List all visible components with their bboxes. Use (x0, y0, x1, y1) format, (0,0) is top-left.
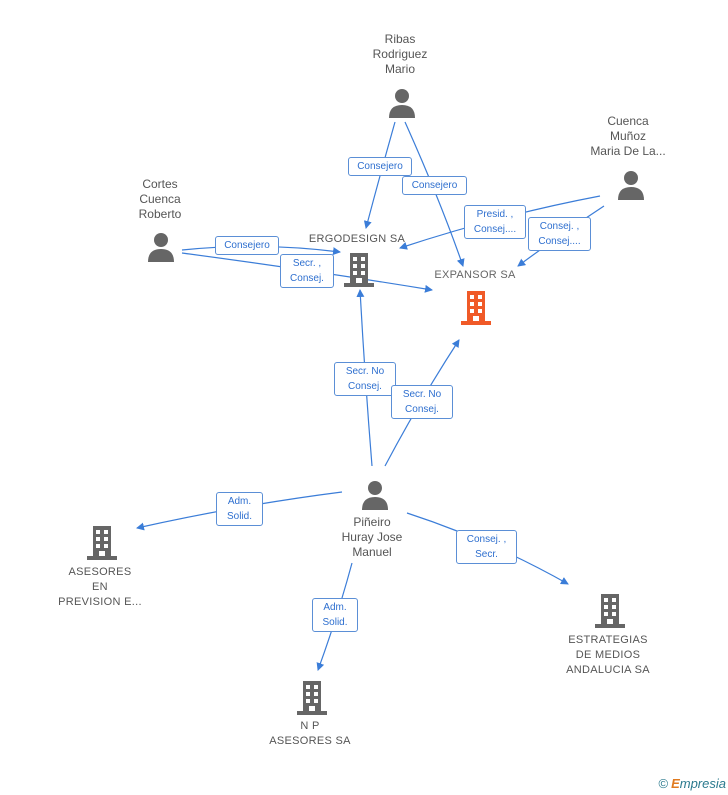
node-label-line: N P (300, 720, 320, 732)
edge-label-line: Secr. (475, 549, 498, 560)
node-label-line: EN (92, 581, 108, 593)
node-label-ribas[interactable]: Ribas Rodriguez Mario (350, 32, 450, 77)
edge-label-line: Consej.... (538, 236, 581, 247)
edge-label-line: Consejero (224, 240, 270, 251)
node-label-line: Ribas (384, 32, 416, 46)
node-label-pineiro[interactable]: Piñeiro Huray Jose Manuel (322, 515, 422, 560)
edge-label-pineiro-ergodesign[interactable]: Secr. No Consej. (334, 362, 396, 396)
edge-label-line: Adm. (323, 602, 347, 613)
edge-label-line: Secr. No (345, 366, 385, 377)
brand-watermark: ©Empresia (658, 776, 726, 791)
node-label-np-asesores[interactable]: N P ASESORES SA (250, 719, 370, 749)
edge-label-cuenca-expansor[interactable]: Consej. , Consej.... (528, 217, 591, 251)
edge-label-pineiro-np[interactable]: Adm. Solid. (312, 598, 358, 632)
building-icon[interactable] (460, 289, 492, 325)
edge-label-line: Consej. , (539, 221, 580, 232)
node-label-line: Muñoz (609, 129, 647, 143)
building-icon[interactable] (86, 524, 118, 560)
edge-label-cortes-expansor[interactable]: Secr. , Consej. (280, 254, 334, 288)
node-label-line: DE MEDIOS (575, 649, 641, 661)
edge-label-line: Consej.... (473, 224, 517, 235)
node-label-line: ASESORES SA (269, 735, 351, 747)
edge-label-line: Consej. (290, 273, 324, 284)
node-label-expansor[interactable]: EXPANSOR SA (415, 268, 535, 283)
building-icon[interactable] (343, 251, 375, 287)
building-icon[interactable] (296, 679, 328, 715)
edge-label-line: Consej. , (466, 534, 507, 545)
node-label-line: EXPANSOR SA (434, 269, 516, 281)
edge-label-line: Consej. (348, 381, 382, 392)
node-label-line: Rodriguez (372, 47, 428, 61)
edge-label-line: Secr. , (292, 258, 322, 269)
node-label-line: Maria De La... (590, 144, 666, 158)
person-icon[interactable] (361, 480, 389, 510)
node-label-line: Mario (384, 62, 415, 76)
node-label-estrategias[interactable]: ESTRATEGIAS DE MEDIOS ANDALUCIA SA (548, 633, 668, 678)
edge-label-line: Consej. (405, 404, 439, 415)
brand-name: mpresia (679, 776, 726, 791)
node-label-line: Piñeiro (353, 515, 391, 529)
edge-label-cuenca-ergodesign[interactable]: Presid. , Consej.... (464, 205, 526, 239)
node-label-asesores-prevision[interactable]: ASESORES EN PREVISION E... (40, 565, 160, 610)
node-label-line: PREVISION E... (58, 596, 142, 608)
node-label-cortes[interactable]: Cortes Cuenca Roberto (110, 177, 210, 222)
node-label-line: Cuenca (139, 192, 181, 206)
edge-label-line: Solid. (226, 511, 252, 522)
copyright-symbol: © (658, 776, 669, 791)
person-icon[interactable] (147, 232, 175, 262)
edge-label-cortes-ergodesign[interactable]: Consejero (215, 236, 279, 255)
person-icon[interactable] (617, 170, 645, 200)
node-label-cuenca[interactable]: Cuenca Muñoz Maria De La... (578, 114, 678, 159)
edge-label-line: Adm. (227, 496, 252, 507)
brand-initial: E (671, 776, 680, 791)
edge-label-line: Solid. (322, 617, 348, 628)
node-label-line: ANDALUCIA SA (566, 664, 650, 676)
edge-label-line: Consejero (411, 180, 458, 191)
edge-label-line: Presid. , (476, 209, 514, 220)
node-label-line: Cuenca (607, 114, 649, 128)
edge-label-line: Secr. No (402, 389, 442, 400)
edge-label-line: Consejero (357, 161, 403, 172)
node-label-line: ASESORES (68, 566, 132, 578)
building-icon[interactable] (594, 592, 626, 628)
connector-line-ribas-expansor (404, 121, 465, 267)
node-label-line: ESTRATEGIAS (568, 634, 648, 646)
node-label-line: Huray Jose (341, 530, 403, 544)
edge-label-pineiro-expansor[interactable]: Secr. No Consej. (391, 385, 453, 419)
edge-label-ribas-ergodesign[interactable]: Consejero (348, 157, 412, 176)
node-label-ergodesign[interactable]: ERGODESIGN SA (297, 232, 417, 247)
node-label-line: Manuel (352, 545, 392, 559)
edge-label-ribas-expansor[interactable]: Consejero (402, 176, 467, 195)
person-icon[interactable] (388, 88, 416, 118)
edge-label-pineiro-estrategias[interactable]: Consej. , Secr. (456, 530, 517, 564)
edge-label-pineiro-asesores[interactable]: Adm. Solid. (216, 492, 263, 526)
node-label-line: Roberto (138, 207, 182, 221)
node-label-line: Cortes (142, 177, 178, 191)
node-label-line: ERGODESIGN SA (308, 233, 406, 245)
